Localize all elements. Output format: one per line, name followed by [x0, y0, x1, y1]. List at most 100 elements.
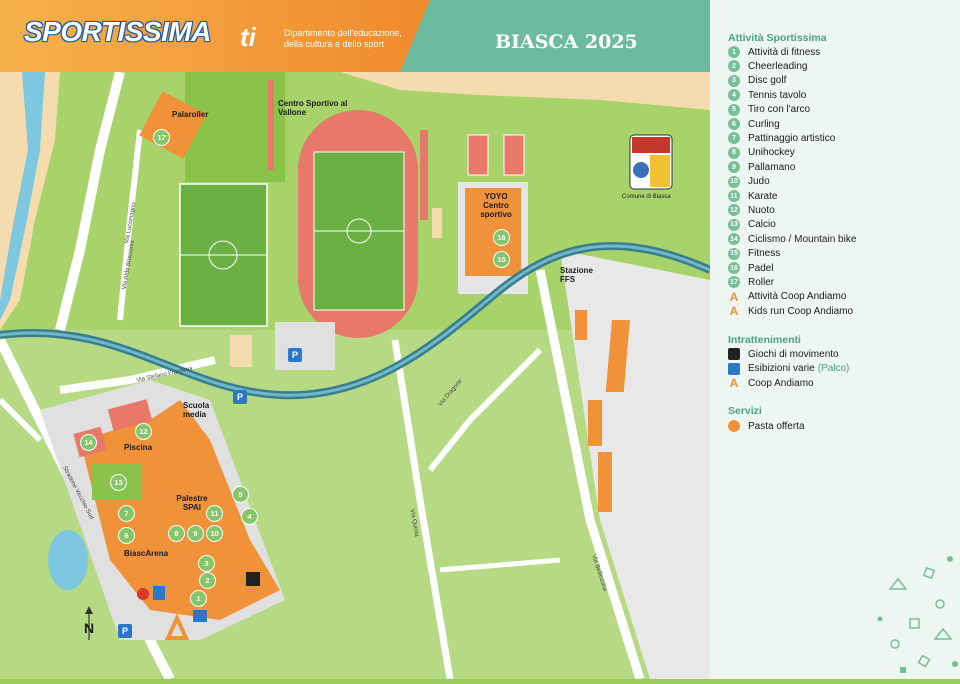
header-teal-band — [400, 0, 710, 72]
department-name: Dipartimento dell'educazione, della cult… — [284, 28, 402, 49]
marker-9[interactable]: 9 — [187, 525, 204, 542]
legend-activity-number: 10 — [728, 175, 740, 188]
legend-activities-title: Attività Sportissima — [728, 32, 827, 44]
legend-activity-label: Curling — [748, 118, 780, 130]
decorative-shapes — [877, 556, 958, 673]
parking-3[interactable]: P — [118, 624, 132, 638]
north-label: N — [84, 620, 95, 636]
legend-activity-item: 6 Curling — [728, 117, 780, 131]
marker-1[interactable]: 1 — [190, 590, 207, 607]
marker-13[interactable]: 13 — [110, 474, 127, 491]
legend-activity-number: 13 — [728, 218, 740, 231]
legend-activity-number: 2 — [728, 60, 740, 73]
page-title: BIASCA 2025 — [495, 31, 638, 53]
legend-activity-label: Cheerleading — [748, 60, 808, 72]
legend-activity-number: 6 — [728, 118, 740, 130]
label-comune: Comune di Biasca — [622, 194, 671, 200]
legend-activity-number: 15 — [728, 247, 740, 260]
legend-activity-item: 8 Unihockey — [728, 146, 795, 160]
legend-service-label: Pasta offerta — [748, 420, 805, 432]
legend-activity-label: Unihockey — [748, 147, 795, 159]
marker-6[interactable]: 6 — [118, 527, 135, 544]
legend-entertainment-label: Coop Andiamo — [748, 377, 814, 389]
legend-activity-number: 1 — [728, 46, 740, 58]
map: SPORTISSIMA ti Dipartimento dell'educazi… — [0, 0, 712, 682]
legend-entertainment-title: Intrattenimenti — [728, 334, 801, 346]
legend-activity-number: 5 — [728, 103, 740, 116]
marker-4[interactable]: 4 — [241, 508, 258, 525]
legend-entertainment-icon: A — [729, 376, 739, 390]
legend-activity-item: 11 Karate — [728, 189, 777, 203]
legend-activity-label: Fitness — [748, 248, 781, 260]
legend-entertainment-label: Esibizioni varie — [748, 363, 815, 374]
marker-5[interactable]: 5 — [232, 486, 249, 503]
pasta-icon — [728, 420, 740, 432]
marker-7[interactable]: 7 — [118, 505, 135, 522]
legend-activity-number: 14 — [728, 233, 740, 246]
marker-12[interactable]: 12 — [135, 423, 152, 440]
legend-activity-number: A — [729, 304, 739, 319]
legend-entertainment-note: (Palco) — [817, 363, 850, 374]
legend-activity-item: 17 Roller — [728, 275, 774, 289]
legend-activity-label: Tiro con l'arco — [748, 104, 811, 116]
label-palestre: Palestre SPAI — [176, 494, 208, 512]
legend-activity-label: Pallamano — [748, 161, 796, 173]
legend-activity-number: 3 — [728, 74, 740, 87]
label-stazione: Stazione FFS — [560, 266, 593, 284]
header: SPORTISSIMA ti Dipartimento dell'educazi… — [0, 0, 710, 72]
legend-activity-label: Roller — [748, 276, 775, 288]
marker-16[interactable]: 16 — [493, 229, 510, 246]
legend-entertainment-label: Giochi di movimento — [748, 348, 839, 360]
legend-activity-number: 4 — [728, 89, 740, 102]
legend-activity-item: 2 Cheerleading — [728, 59, 808, 73]
legend-activity-number: 12 — [728, 204, 740, 217]
label-centro-sportivo: Centro Sportivo al Vallone — [278, 99, 348, 117]
legend-entertainment-icon — [728, 362, 740, 375]
marker-10[interactable]: 10 — [206, 525, 223, 542]
legend-activity-item: 3 Disc golf — [728, 74, 786, 88]
legend-service-item: Pasta offerta — [728, 419, 805, 433]
legend-activity-item: 7 Pattinaggio artistico — [728, 131, 835, 145]
label-palaroller: Palaroller — [172, 110, 209, 119]
legend-activity-number: 17 — [728, 276, 740, 289]
legend-entertainment-item: Giochi di movimento — [728, 347, 839, 361]
legend-activity-label: Karate — [748, 190, 778, 202]
label-yoyo: YOYO Centro sportivo — [480, 192, 512, 219]
legend-activity-item: 9 Pallamano — [728, 160, 795, 174]
marker-14[interactable]: 14 — [80, 434, 97, 451]
marker-2[interactable]: 2 — [199, 572, 216, 589]
marker-15[interactable]: 15 — [493, 251, 510, 268]
parking-2[interactable]: P — [233, 390, 247, 404]
legend-panel: Attività Sportissima 1 Attività di fitnes… — [710, 0, 960, 679]
marker-8[interactable]: 8 — [168, 525, 185, 542]
legend-activity-label: Attività Coop Andiamo — [748, 291, 847, 303]
legend-activity-number: 11 — [728, 190, 740, 202]
marker-17[interactable]: 17 — [153, 129, 170, 146]
legend-activity-number: 8 — [728, 146, 740, 159]
legend-activity-label: Disc golf — [748, 75, 787, 87]
legend-activity-number: 9 — [728, 161, 740, 174]
legend-activity-label: Ciclismo / Mountain bike — [748, 233, 857, 245]
legend-activity-label: Attività di fitness — [748, 46, 821, 58]
legend-activity-item: 15 Fitness — [728, 247, 780, 261]
marker-3[interactable]: 3 — [198, 555, 215, 572]
parking-1[interactable]: P — [288, 348, 302, 362]
legend-activity-label: Judo — [748, 176, 770, 188]
legend-activity-label: Kids run Coop Andiamo — [748, 305, 854, 317]
legend-activity-item: 10 Judo — [728, 175, 770, 189]
legend-services-title: Servizi — [728, 405, 762, 417]
sportissima-logo: SPORTISSIMA — [24, 16, 211, 47]
legend-activity-number: 7 — [728, 132, 740, 145]
label-scuola-media: Scuola media — [183, 401, 210, 419]
legend-activity-item: A Kids run Coop Andiamo — [728, 304, 853, 318]
legend-activity-number: 16 — [728, 262, 740, 274]
legend-entertainment-icon — [728, 348, 740, 360]
legend-entertainment-item: A Coop Andiamo — [728, 376, 814, 390]
legend-activity-label: Pattinaggio artistico — [748, 132, 836, 144]
label-biascarena: BiascArena — [124, 549, 169, 558]
marker-11[interactable]: 11 — [206, 505, 223, 522]
